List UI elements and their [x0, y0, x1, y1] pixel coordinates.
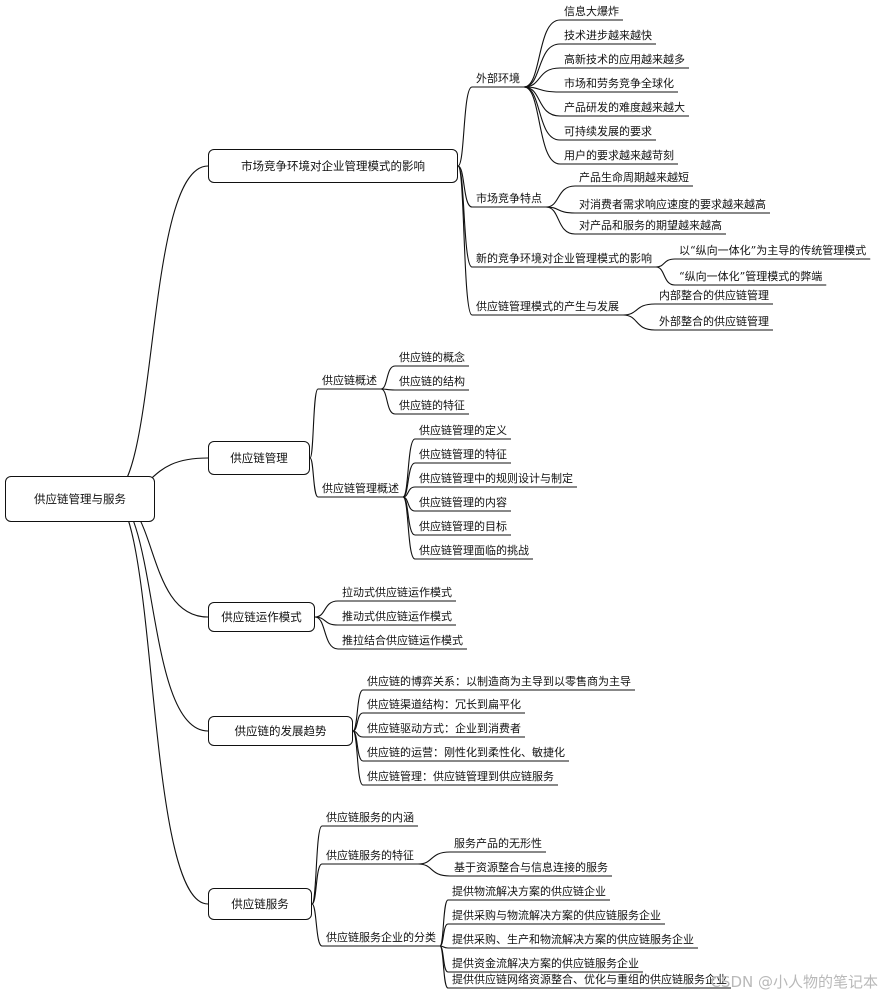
topic-node[interactable]: 新的竞争环境对企业管理模式的影响 — [476, 252, 652, 265]
topic-node[interactable]: 供应链管理：供应链管理到供应链服务 — [367, 770, 554, 783]
connector — [109, 494, 209, 905]
subtopic-node[interactable]: 基于资源整合与信息连接的服务 — [454, 861, 608, 874]
subtopic-node[interactable]: “纵向一体化”管理模式的弊端 — [679, 270, 823, 283]
connector — [439, 923, 449, 947]
connector — [622, 314, 656, 331]
connector — [402, 438, 416, 498]
connector — [402, 486, 416, 498]
branch-node[interactable]: 供应链管理 — [208, 441, 310, 475]
connector — [402, 496, 416, 536]
topic-node[interactable]: 供应链服务企业的分类 — [326, 931, 436, 944]
topic-node[interactable]: 供应链管理模式的产生与发展 — [476, 300, 619, 313]
connector — [314, 600, 339, 618]
topic-node[interactable]: 供应链概述 — [322, 374, 377, 387]
branch-node[interactable]: 供应链服务 — [208, 888, 312, 920]
subtopic-node[interactable]: 供应链管理的定义 — [419, 424, 507, 437]
topic-node[interactable]: 供应链驱动方式：企业到消费者 — [367, 722, 521, 735]
subtopic-node[interactable]: 以“纵向一体化”为主导的传统管理模式 — [679, 244, 867, 257]
connector — [439, 899, 449, 947]
connector — [311, 903, 323, 947]
connector — [523, 86, 561, 165]
branch-node[interactable]: 供应链运作模式 — [208, 602, 315, 632]
connector — [352, 730, 364, 786]
subtopic-node[interactable]: 供应链管理面临的挑战 — [419, 544, 529, 557]
subtopic-node[interactable]: 供应链的概念 — [399, 351, 465, 364]
watermark: CSDN @小人物的笔记本 — [710, 973, 878, 991]
connector — [457, 86, 473, 167]
connector — [523, 67, 561, 88]
subtopic-node[interactable]: 提供资金流解决方案的供应链服务企业 — [452, 957, 639, 970]
root-node[interactable]: 供应链管理与服务 — [5, 476, 155, 522]
subtopic-node[interactable]: 信息大爆炸 — [564, 5, 619, 18]
subtopic-node[interactable]: 供应链管理的内容 — [419, 496, 507, 509]
connector — [655, 266, 676, 286]
connector — [109, 165, 209, 496]
subtopic-node[interactable]: 市场和劳务竞争全球化 — [564, 77, 674, 90]
connector — [417, 851, 451, 865]
subtopic-node[interactable]: 提供供应链网络资源整合、优化与重组的供应链服务企业 — [452, 973, 727, 986]
connector — [545, 185, 576, 208]
subtopic-node[interactable]: 提供采购、生产和物流解决方案的供应链服务企业 — [452, 933, 694, 946]
subtopic-node[interactable]: 高新技术的应用越来越多 — [564, 53, 685, 66]
topic-node[interactable]: 供应链服务的特征 — [326, 849, 414, 862]
connector — [417, 863, 451, 877]
connector — [402, 496, 416, 560]
connector — [309, 388, 319, 459]
subtopic-node[interactable]: 用户的要求越来越苛刻 — [564, 149, 674, 162]
topic-node[interactable]: 供应链的运营：刚性化到柔性化、敏捷化 — [367, 746, 565, 759]
branch-node[interactable]: 供应链的发展趋势 — [208, 716, 353, 746]
topic-node[interactable]: 推动式供应链运作模式 — [342, 610, 452, 623]
connector — [314, 616, 339, 650]
connector — [311, 863, 323, 905]
subtopic-node[interactable]: 可持续发展的要求 — [564, 125, 652, 138]
connector — [545, 206, 576, 235]
subtopic-node[interactable]: 对消费者需求响应速度的要求越来越高 — [579, 198, 766, 211]
branch-node[interactable]: 市场竞争环境对企业管理模式的影响 — [208, 149, 458, 183]
subtopic-node[interactable]: 外部整合的供应链管理 — [659, 315, 769, 328]
connector — [523, 86, 561, 141]
connector — [309, 457, 319, 498]
subtopic-node[interactable]: 供应链管理中的规则设计与制定 — [419, 472, 573, 485]
connector — [523, 19, 561, 88]
subtopic-node[interactable]: 服务产品的无形性 — [454, 837, 542, 850]
subtopic-node[interactable]: 供应链管理的目标 — [419, 520, 507, 533]
subtopic-node[interactable]: 产品研发的难度越来越大 — [564, 101, 685, 114]
connector — [380, 388, 396, 415]
topic-node[interactable]: 供应链渠道结构：冗长到扁平化 — [367, 698, 521, 711]
subtopic-node[interactable]: 供应链管理的特征 — [419, 448, 507, 461]
topic-node[interactable]: 供应链服务的内涵 — [326, 811, 414, 824]
connector — [352, 712, 364, 732]
subtopic-node[interactable]: 提供采购与物流解决方案的供应链服务企业 — [452, 909, 661, 922]
subtopic-node[interactable]: 供应链的结构 — [399, 375, 465, 388]
connector — [523, 43, 561, 88]
connector — [457, 165, 473, 316]
subtopic-node[interactable]: 对产品和服务的期望越来越高 — [579, 219, 722, 232]
subtopic-node[interactable]: 技术进步越来越快 — [564, 29, 652, 42]
connector — [402, 462, 416, 498]
topic-node[interactable]: 供应链管理概述 — [322, 482, 399, 495]
connector — [380, 365, 396, 390]
subtopic-node[interactable]: 提供物流解决方案的供应链企业 — [452, 885, 606, 898]
topic-node[interactable]: 市场竞争特点 — [476, 192, 542, 205]
connector — [655, 258, 676, 268]
subtopic-node[interactable]: 内部整合的供应链管理 — [659, 289, 769, 302]
topic-node[interactable]: 拉动式供应链运作模式 — [342, 586, 452, 599]
subtopic-node[interactable]: 产品生命周期越来越短 — [579, 171, 689, 184]
connector — [109, 494, 209, 732]
connector — [439, 945, 449, 989]
topic-node[interactable]: 推拉结合供应链运作模式 — [342, 634, 463, 647]
connector — [352, 689, 364, 732]
topic-node[interactable]: 外部环境 — [476, 72, 520, 85]
topic-node[interactable]: 供应链的博弈关系：以制造商为主导到以零售商为主导 — [367, 675, 631, 688]
connector — [622, 303, 656, 316]
subtopic-node[interactable]: 供应链的特征 — [399, 399, 465, 412]
